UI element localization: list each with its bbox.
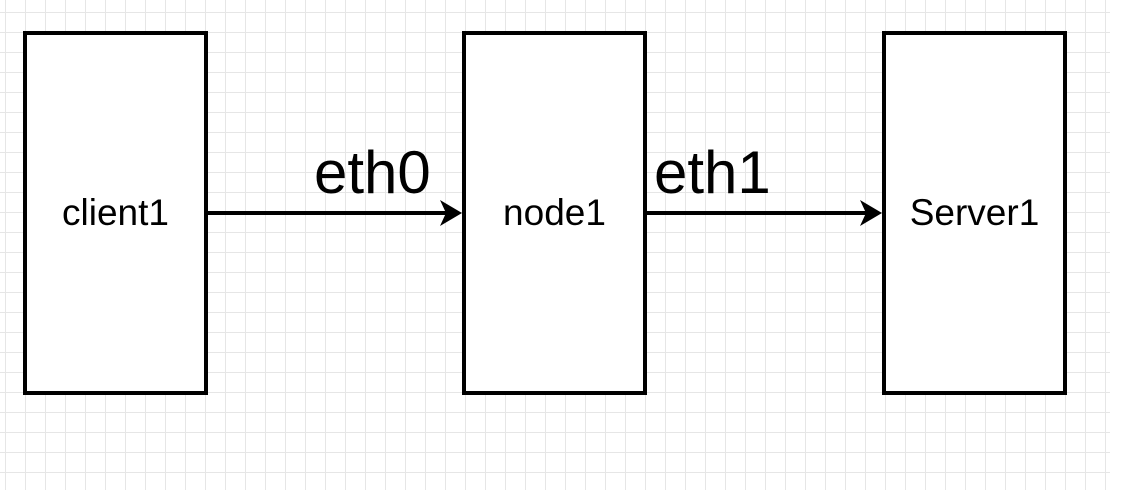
node-label: node1 <box>503 192 606 233</box>
node-client1[interactable]: client1 <box>23 31 208 395</box>
node-server1[interactable]: Server1 <box>882 31 1067 395</box>
arrowhead-icon <box>860 200 882 226</box>
edge-label-eth0: eth0 <box>314 139 431 206</box>
node-node1[interactable]: node1 <box>462 31 647 395</box>
edge-client1-node1[interactable] <box>208 200 462 226</box>
edge-node1-server1[interactable] <box>647 200 882 226</box>
node-label: Server1 <box>909 192 1040 233</box>
edge-label-eth1: eth1 <box>654 139 771 206</box>
canvas-margin <box>1110 0 1122 490</box>
node-label: client1 <box>62 192 169 233</box>
arrowhead-icon <box>440 200 462 226</box>
